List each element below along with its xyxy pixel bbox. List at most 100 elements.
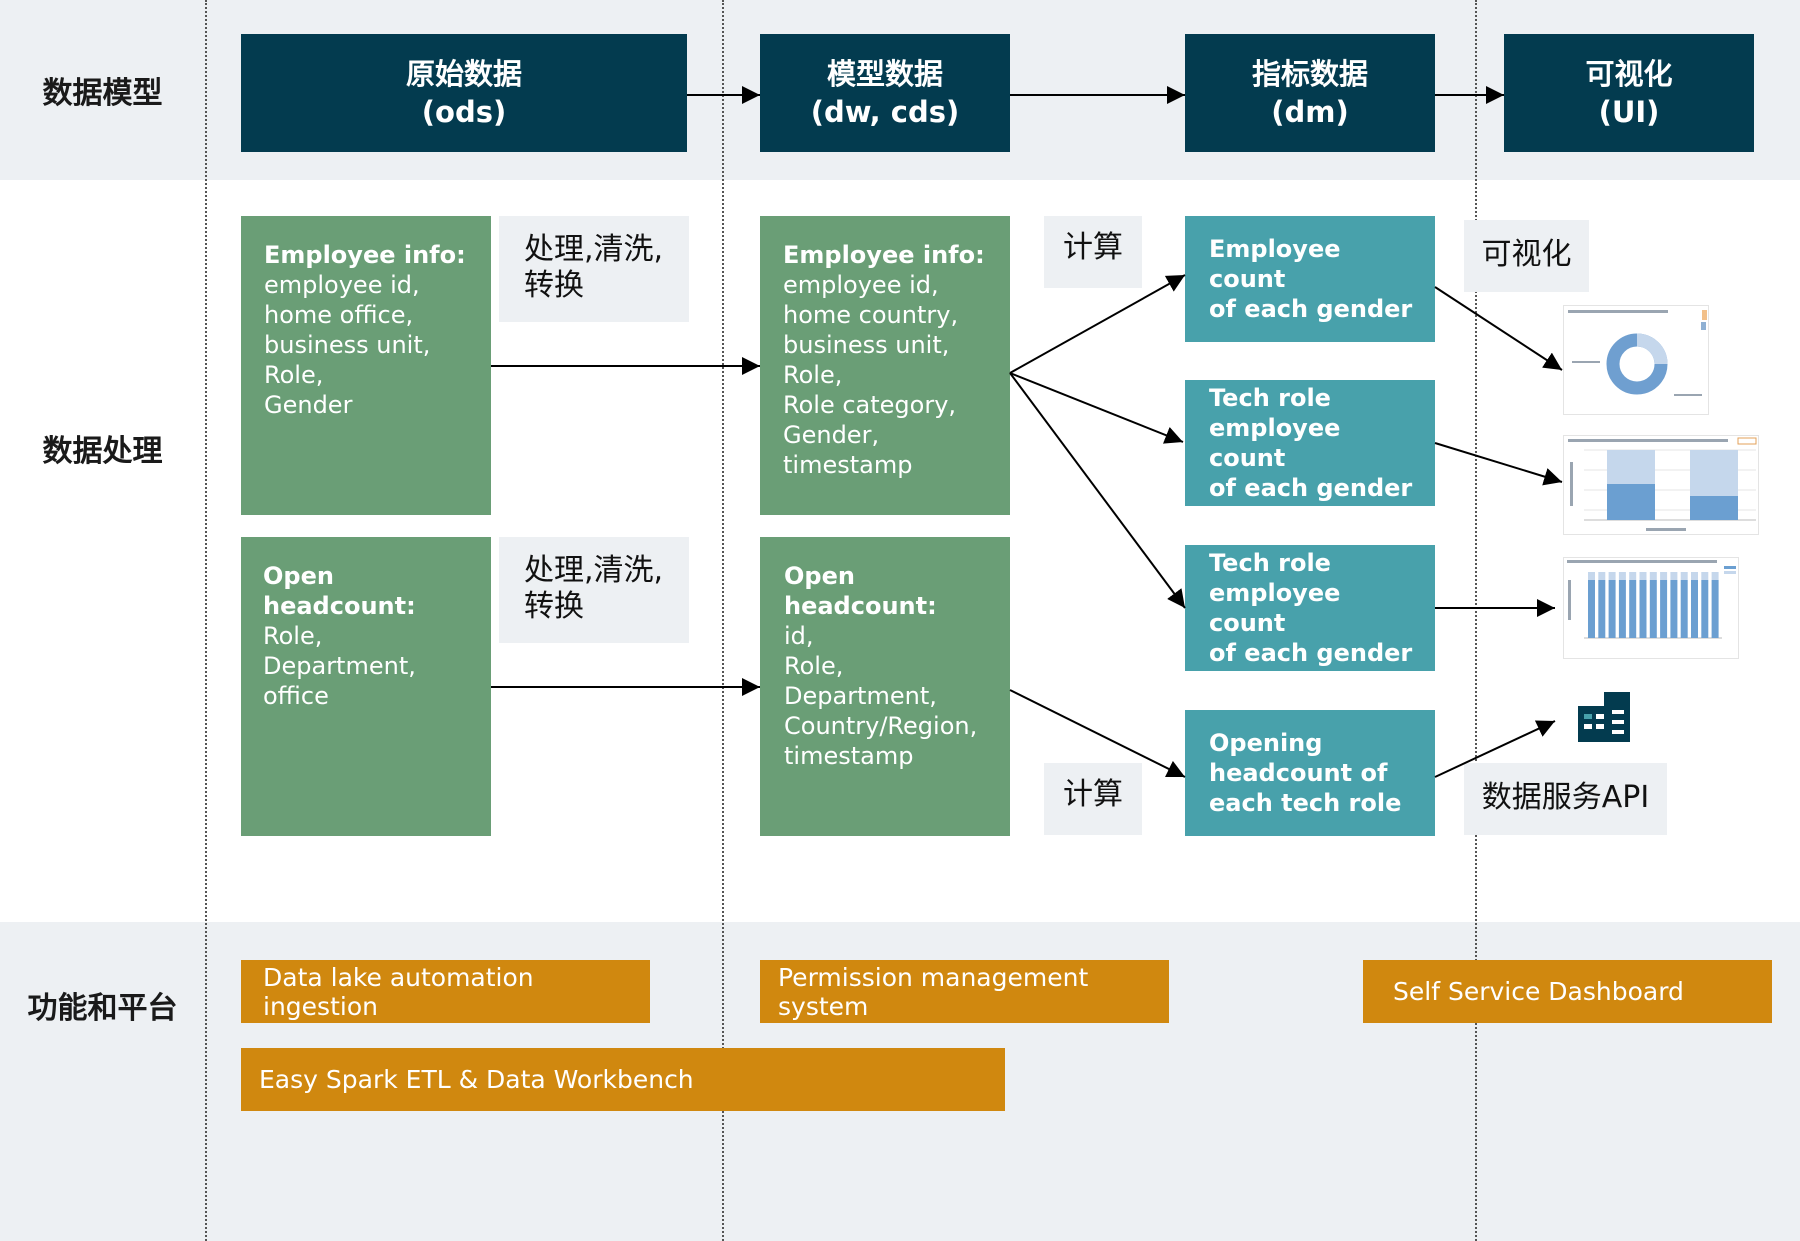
donut-chart-graphic: [1568, 310, 1707, 396]
layer-title: 模型数据: [826, 57, 943, 91]
layer-subtitle: (dm): [1271, 95, 1349, 129]
metric-box: Employee count of each gender: [1185, 216, 1435, 342]
column-chart-thumbnail: [1563, 557, 1739, 659]
field-line: timestamp: [783, 451, 913, 479]
mini-column-bottom: [1691, 580, 1698, 638]
mini-column-top: [1618, 572, 1626, 580]
metric-box: Opening headcount of each tech role: [1185, 710, 1435, 836]
column-divider: [205, 0, 207, 1241]
field-line: Role,: [784, 652, 844, 680]
mini-column-top: [1691, 572, 1698, 580]
model-open-headcount-box: Open headcount: id, Role, Department, Co…: [760, 537, 1010, 836]
layer-dw-box: 模型数据 (dw, cds): [760, 34, 1010, 152]
layer-title: 可视化: [1585, 57, 1673, 91]
platform-spark-etl-workbench: Easy Spark ETL & Data Workbench: [241, 1048, 1005, 1111]
mini-column-top: [1639, 572, 1647, 580]
platform-label: Self Service Dashboard: [1393, 977, 1684, 1006]
mini-column-bottom: [1639, 580, 1647, 638]
platform-label: Easy Spark ETL & Data Workbench: [259, 1065, 694, 1094]
note-line: 处理,清洗,: [524, 553, 664, 588]
note-line: 转换: [524, 589, 584, 624]
arrow: [1009, 372, 1186, 609]
field-line: home office,: [264, 301, 414, 329]
field-line: Department,: [784, 682, 937, 710]
process-note: 处理,清洗, 转换: [499, 216, 689, 322]
field-line: Country/Region,: [784, 712, 978, 740]
visualize-note: 可视化: [1464, 220, 1589, 292]
field-line: business unit,: [783, 331, 950, 359]
mini-column-top: [1670, 572, 1678, 580]
field-line: employee id,: [264, 271, 420, 299]
field-line: home country,: [783, 301, 959, 329]
metric-line: Opening: [1209, 729, 1323, 757]
platform-label: Permission management system: [778, 962, 1089, 1021]
field-line: Role,: [264, 361, 324, 389]
field-line: Role,: [263, 622, 323, 650]
metric-line: Employee count: [1209, 235, 1341, 293]
note-line: 转换: [524, 268, 584, 303]
column-chart-graphic: [1567, 560, 1736, 639]
field-line: id,: [784, 622, 814, 650]
metric-line: employee count: [1209, 414, 1341, 472]
field-line: Gender: [264, 391, 353, 419]
field-line: Role category,: [783, 391, 957, 419]
mini-column-top: [1608, 572, 1616, 580]
model-employee-info-box: Employee info: employee id, home country…: [760, 216, 1010, 515]
platform-permission-management: Permission management system: [760, 960, 1169, 1023]
metric-line: Tech role: [1209, 549, 1331, 577]
metric-line: of each gender: [1209, 639, 1413, 667]
mini-column-top: [1680, 572, 1688, 580]
metric-line: employee count: [1209, 579, 1341, 637]
mini-column-bottom: [1598, 580, 1606, 638]
metric-box: Tech role employee count of each gender: [1185, 545, 1435, 671]
arrow: [1434, 720, 1556, 778]
layer-title: 原始数据: [405, 57, 522, 91]
note-line: 处理,清洗,: [524, 232, 664, 267]
mini-column-bottom: [1670, 580, 1678, 638]
field-line: employee id,: [783, 271, 939, 299]
stacked-bar-graphic: [1568, 437, 1757, 531]
metric-line: Tech role: [1209, 384, 1331, 412]
box-header: Employee info:: [783, 241, 985, 269]
mini-column-bottom: [1618, 580, 1626, 638]
column-divider: [1475, 0, 1477, 1241]
mini-column-top: [1711, 572, 1719, 580]
layer-ods-box: 原始数据 (ods): [241, 34, 687, 152]
layer-subtitle: (dw, cds): [810, 95, 960, 129]
layer-title: 指标数据: [1251, 57, 1368, 91]
building-icon: [1578, 692, 1634, 742]
mini-column-top: [1701, 572, 1709, 580]
field-line: timestamp: [784, 742, 914, 770]
note-line: 数据服务API: [1481, 780, 1650, 815]
api-note: 数据服务API: [1464, 763, 1667, 835]
row-label-platform: 功能和平台: [27, 991, 178, 1026]
raw-open-headcount-box: Open headcount: Role, Department, office: [241, 537, 491, 836]
mini-column-bottom: [1608, 580, 1616, 638]
mini-column-bottom: [1680, 580, 1688, 638]
note-line: 计算: [1063, 777, 1123, 812]
arrow: [1434, 442, 1563, 486]
layer-subtitle: (UI): [1598, 95, 1660, 129]
platform-self-service-dashboard: Self Service Dashboard: [1363, 960, 1772, 1023]
mini-column-top: [1588, 572, 1595, 580]
calc-note: 计算: [1044, 763, 1142, 835]
metric-box: Tech role employee count of each gender: [1185, 380, 1435, 506]
note-line: 计算: [1063, 230, 1123, 265]
metric-line: of each gender: [1209, 295, 1413, 323]
calc-note: 计算: [1044, 216, 1142, 288]
mini-column-bottom: [1701, 580, 1709, 638]
field-line: office: [263, 682, 329, 710]
field-line: Role,: [783, 361, 843, 389]
mini-column-top: [1649, 572, 1657, 580]
metric-line: of each gender: [1209, 474, 1413, 502]
row-label-model: 数据模型: [42, 76, 163, 111]
box-header: Open headcount:: [263, 562, 416, 620]
layer-dm-box: 指标数据 (dm): [1185, 34, 1435, 152]
arrow: [1434, 286, 1563, 371]
field-line: business unit,: [264, 331, 431, 359]
mini-column-top: [1660, 572, 1668, 580]
arrow: [1009, 274, 1186, 374]
donut-chart-thumbnail: [1563, 305, 1709, 415]
box-header: Employee info:: [264, 241, 466, 269]
